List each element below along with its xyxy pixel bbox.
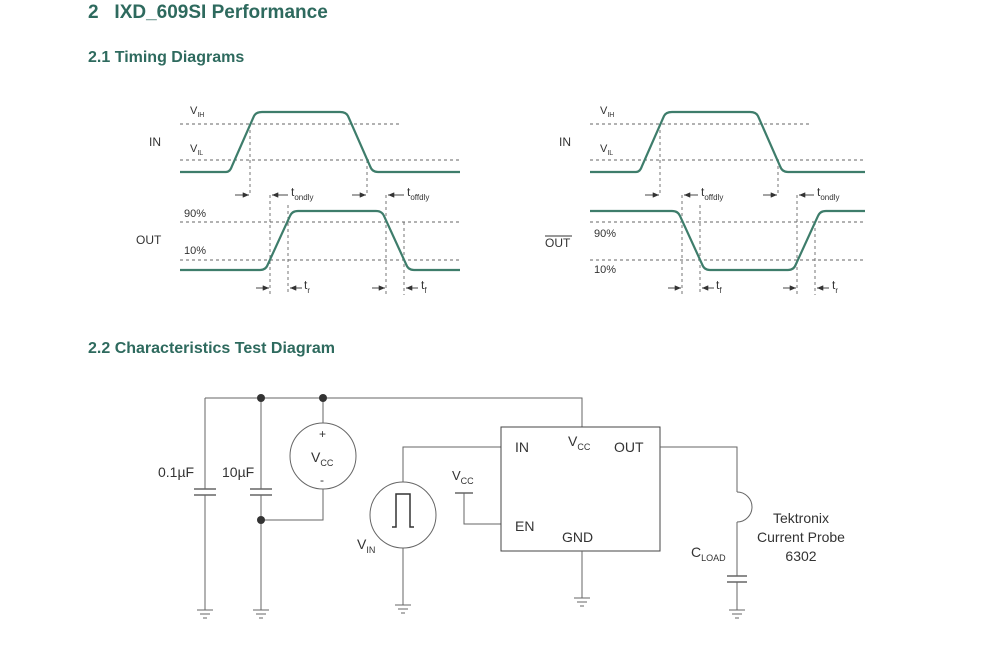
ic-pin-vcc-label: VCC [568, 433, 591, 452]
test-circuit [194, 397, 753, 619]
junction-dot [257, 516, 265, 524]
cap1-label: 0.1µF [158, 464, 194, 480]
driver-ic-box [500, 426, 661, 552]
ic-pin-out-label: OUT [614, 439, 644, 455]
vcc-minus-sign: - [320, 473, 324, 487]
ic-pin-gnd-label: GND [562, 529, 593, 545]
probe-label-line1: Tektronix [773, 510, 829, 526]
ground-icon [729, 609, 745, 619]
test-heading-title: Characteristics Test Diagram [114, 340, 335, 357]
left-tondly-label: tondly [291, 185, 313, 202]
vin-label: VIN [357, 536, 375, 555]
right-out-bar-label: OUT [545, 236, 571, 250]
vin-wire-top [402, 446, 501, 482]
vin-source-symbol [369, 481, 437, 549]
left-arrows [235, 192, 418, 291]
right-arrows [645, 192, 829, 291]
left-vil-label: VIL [190, 143, 203, 157]
left-in-waveform [180, 110, 460, 174]
left-out-label: OUT [136, 233, 162, 247]
right-10pct-label: 10% [594, 264, 616, 276]
ic-pin-in-label: IN [515, 439, 529, 455]
test-heading-number: 2.2 [88, 340, 111, 357]
en-vcc-label: VCC [452, 468, 474, 486]
ground-icon [395, 604, 411, 614]
right-in-label: IN [559, 135, 571, 149]
junction-dot [319, 394, 327, 402]
right-tr-label: tr [832, 278, 838, 295]
vcc-plus-sign: + [319, 427, 326, 441]
pulse-icon [392, 493, 414, 528]
right-toffdly-label: toffdly [701, 185, 723, 202]
test-heading: 2.2 Characteristics Test Diagram [88, 340, 335, 358]
ic-pin-en-label: EN [515, 518, 534, 534]
right-tf-label: tf [716, 278, 722, 295]
right-vih-label: VIH [600, 105, 614, 119]
ground-icon [253, 609, 269, 619]
left-in-label: IN [149, 135, 161, 149]
probe-label-line3: 6302 [785, 548, 816, 564]
right-90pct-label: 90% [594, 228, 616, 240]
timing-heading-title: Timing Diagrams [114, 49, 245, 66]
left-90pct-label: 90% [184, 208, 206, 220]
section-title-text: IXD_609SI Performance [114, 2, 328, 23]
right-out-waveform [590, 209, 865, 272]
right-in-waveform [590, 110, 865, 174]
out-wire [660, 446, 738, 492]
right-tondly-label: tondly [817, 185, 839, 202]
en-wire [463, 493, 501, 525]
left-toffdly-label: toffdly [407, 185, 429, 202]
timing-diagram-left: VIH VIL IN OUT 90% 10% tondly toffdly tr… [136, 105, 460, 295]
ground-icon [197, 609, 213, 619]
left-vih-label: VIH [190, 105, 204, 119]
timing-diagram-right: VIH VIL IN OUT 90% 10% toffdly tondly tf… [545, 105, 865, 295]
ground-icon [574, 597, 590, 607]
left-tr-label: tr [304, 278, 310, 295]
timing-heading: 2.1 Timing Diagrams [88, 49, 244, 67]
right-vil-label: VIL [600, 143, 613, 157]
vcc-source-wire-bottom [261, 489, 324, 521]
vcc-source-label: VCC [311, 449, 334, 468]
junction-dot [257, 394, 265, 402]
cload-label: CLOAD [691, 544, 726, 563]
cap2-label: 10µF [222, 464, 254, 480]
right-reference-lines [590, 123, 865, 295]
section-title: 2 IXD_609SI Performance [88, 2, 328, 24]
timing-heading-number: 2.1 [88, 49, 111, 66]
section-number: 2 [88, 2, 99, 23]
left-10pct-label: 10% [184, 245, 206, 257]
left-out-waveform [180, 209, 460, 272]
top-rail-wire [205, 397, 583, 427]
probe-label-line2: Current Probe [757, 529, 845, 545]
left-tf-label: tf [421, 278, 427, 295]
current-probe-symbol [736, 491, 753, 523]
